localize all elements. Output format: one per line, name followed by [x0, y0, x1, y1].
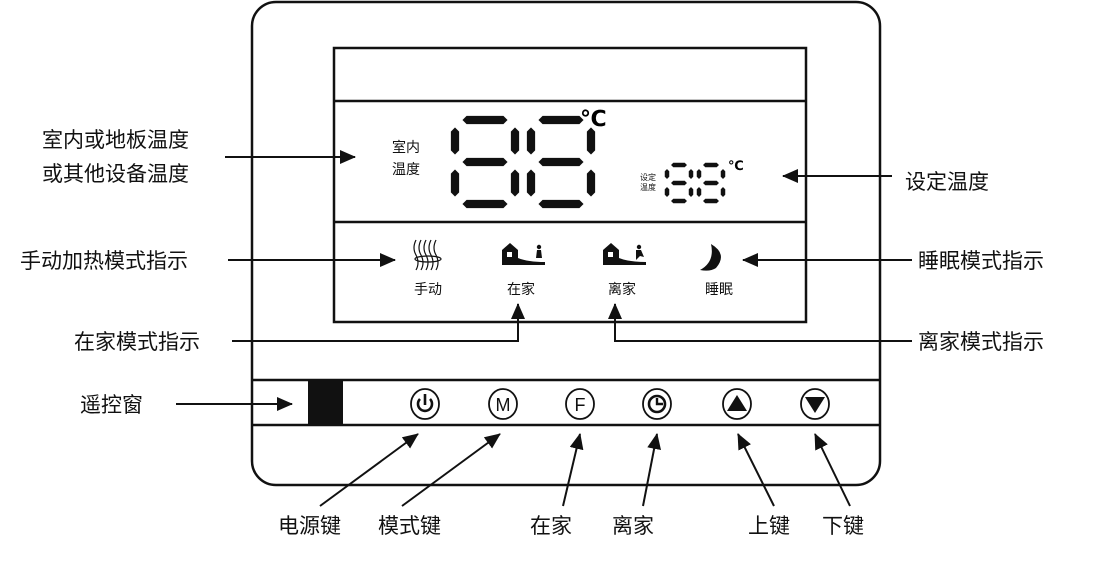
digit-segment [584, 123, 598, 159]
lcd-icon-label-manual: 手动 [414, 282, 442, 298]
clock-button[interactable] [642, 388, 672, 420]
clock-icon [647, 394, 667, 414]
down-triangle-button[interactable] [800, 388, 830, 420]
digit-segment [663, 184, 671, 200]
callout-room-temp-2: 或其他设备温度 [42, 162, 189, 186]
set-temp-label: 设定 [640, 172, 656, 182]
digit-segment [524, 165, 538, 201]
lcd-icon-label-sleep: 睡眠 [705, 282, 733, 298]
set-temp-digits [663, 161, 727, 205]
power-button[interactable] [410, 388, 440, 420]
callout-arrow-up [737, 433, 775, 507]
callout-away: 离家模式指示 [918, 330, 1044, 354]
room-temp-digits [448, 113, 598, 211]
digit-segment [668, 197, 690, 205]
callout-home: 在家模式指示 [74, 330, 200, 354]
button-label: 在家 [530, 514, 572, 538]
button-label: 下键 [822, 514, 864, 538]
callout-arrow-away [608, 303, 912, 342]
digit-segment [687, 166, 695, 182]
digit-segment [700, 161, 722, 169]
digit-segment [687, 184, 695, 200]
callout-arrow-power [319, 433, 419, 507]
digit-segment [448, 165, 462, 201]
digit-segment [524, 123, 538, 159]
digit-segment [508, 165, 522, 201]
button-glyph: M [496, 395, 511, 415]
button-glyph: F [575, 395, 586, 415]
callout-arrow-away-key [642, 433, 662, 507]
digit-segment [695, 184, 703, 200]
digit-segment [508, 123, 522, 159]
callout-remote-window: 遥控窗 [80, 393, 143, 417]
callout-manual-heat: 手动加热模式指示 [20, 249, 188, 273]
set-temp-label-2: 温度 [640, 182, 656, 192]
button-label: 电源键 [278, 514, 341, 538]
callout-sleep: 睡眠模式指示 [918, 249, 1044, 273]
set-temp-unit: ℃ [728, 159, 744, 174]
room-temp-unit: ℃ [580, 107, 607, 132]
callout-arrow-mode [401, 433, 501, 507]
lcd-screen [332, 46, 808, 324]
up-triangle-button[interactable] [722, 388, 752, 420]
digit-segment [458, 155, 512, 169]
digit-segment [668, 161, 690, 169]
up-triangle-icon [727, 395, 747, 411]
digit-segment [695, 166, 703, 182]
room-temp-label-2: 温度 [392, 162, 420, 178]
digit-segment [663, 166, 671, 182]
callout-arrow-home-key [562, 433, 584, 507]
mode-icon: M [496, 395, 511, 415]
lcd-icon-label-away: 离家 [608, 281, 636, 298]
callout-arrow-home [232, 303, 525, 342]
button-label: 上键 [748, 514, 790, 538]
away-person-icon [603, 243, 646, 265]
moon-icon [700, 244, 721, 271]
mode-button[interactable]: M [488, 388, 518, 420]
button-label: 离家 [612, 514, 654, 538]
button-strip [252, 378, 880, 427]
digit-segment [534, 113, 588, 127]
room-temp-label: 室内 [392, 139, 420, 156]
digit-segment [719, 184, 727, 200]
f-icon: F [575, 395, 586, 415]
digit-segment [719, 166, 727, 182]
digit-segment [700, 179, 722, 187]
thermostat-panel [250, 0, 882, 487]
digit-segment [668, 179, 690, 187]
lcd-icon-label-home: 在家 [507, 281, 535, 298]
power-icon [416, 394, 434, 413]
digit-segment [458, 197, 512, 211]
callout-room-temp-1: 室内或地板温度 [42, 128, 189, 152]
remote-window [308, 380, 343, 425]
button-label: 模式键 [378, 514, 441, 538]
digit-segment [534, 197, 588, 211]
home-person-icon [502, 243, 545, 265]
callout-set-temp: 设定温度 [905, 170, 989, 194]
heating-icon [413, 239, 442, 271]
digit-segment [448, 123, 462, 159]
digit-segment [458, 113, 512, 127]
digit-segment [534, 155, 588, 169]
f-button[interactable]: F [565, 388, 595, 420]
digit-segment [584, 165, 598, 201]
down-triangle-icon [805, 397, 825, 413]
digit-segment [700, 197, 722, 205]
callout-arrow-down [814, 433, 851, 507]
